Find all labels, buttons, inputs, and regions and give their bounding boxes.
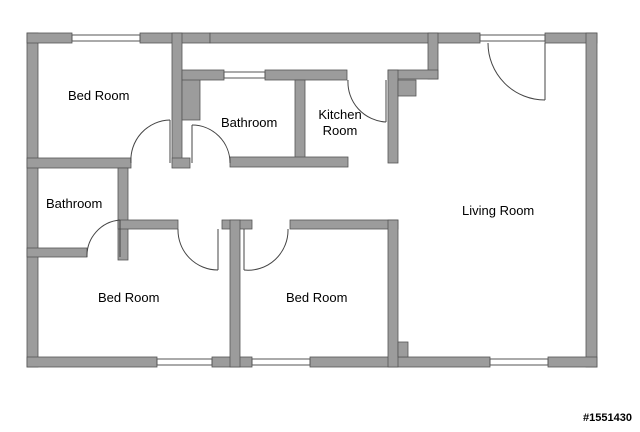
wall-kitchen-right-jog xyxy=(397,79,417,97)
outer-wall-top-right xyxy=(209,32,481,44)
room-label-bedroom-bottom-left: Bed Room xyxy=(98,290,160,305)
wall-bathroom-top xyxy=(181,69,225,81)
wall-corridor-bottom-c xyxy=(289,219,399,230)
windows xyxy=(71,34,549,366)
wall-kitchen-bottom xyxy=(229,156,349,168)
door-bottom-left-bedroom xyxy=(177,228,219,271)
walls xyxy=(26,32,598,368)
room-label-bathroom-left: Bathroom xyxy=(46,196,103,211)
window-top-left xyxy=(71,34,141,42)
room-label-kitchen: Kitchen Room xyxy=(318,107,362,138)
window-kitchen xyxy=(223,71,266,79)
room-label-living-room: Living Room xyxy=(462,203,535,218)
doors xyxy=(86,42,546,271)
wall-bedroom-right-jog xyxy=(397,341,409,358)
window-bottom-center xyxy=(251,358,311,366)
outer-wall-right xyxy=(585,32,598,368)
wall-left-bath-right xyxy=(117,167,129,261)
door-left-bathroom xyxy=(86,219,121,258)
outer-wall-bottom-left xyxy=(26,356,158,368)
wall-bedroom-bottom xyxy=(26,157,132,169)
door-top-bedroom xyxy=(130,119,171,164)
outer-wall-left xyxy=(26,32,39,368)
outer-wall-top-left xyxy=(26,32,73,44)
door-bottom-center-bedroom xyxy=(243,228,289,271)
wall-bathroom-block xyxy=(181,74,201,121)
wall-bath-kitchen-divider xyxy=(294,79,306,159)
wall-bedroom-right xyxy=(171,32,183,164)
wall-corridor-stub xyxy=(171,157,191,169)
wall-corridor-bottom-a xyxy=(117,219,179,230)
window-bottom-right xyxy=(489,358,549,366)
wall-left-bath-bottom xyxy=(26,247,88,258)
wall-kitchen-top xyxy=(264,69,348,81)
door-center-bathroom xyxy=(191,124,231,164)
window-bottom-left xyxy=(156,358,213,366)
window-top-right xyxy=(479,34,546,42)
door-kitchen xyxy=(347,79,387,123)
outer-wall-bottom-center xyxy=(309,356,491,368)
watermark-id: #1551430 xyxy=(583,412,632,424)
wall-kitchen-right xyxy=(387,69,399,164)
room-label-bathroom-center: Bathroom xyxy=(221,115,278,130)
room-label-bedroom-bottom-center: Bed Room xyxy=(286,290,348,305)
wall-bedroom-divider xyxy=(229,219,241,368)
outer-wall-bottom-right xyxy=(547,356,598,368)
room-label-bedroom-top-left: Bed Room xyxy=(68,88,130,103)
door-entrance xyxy=(487,42,546,101)
wall-bedroom-right-bottom xyxy=(387,219,399,368)
